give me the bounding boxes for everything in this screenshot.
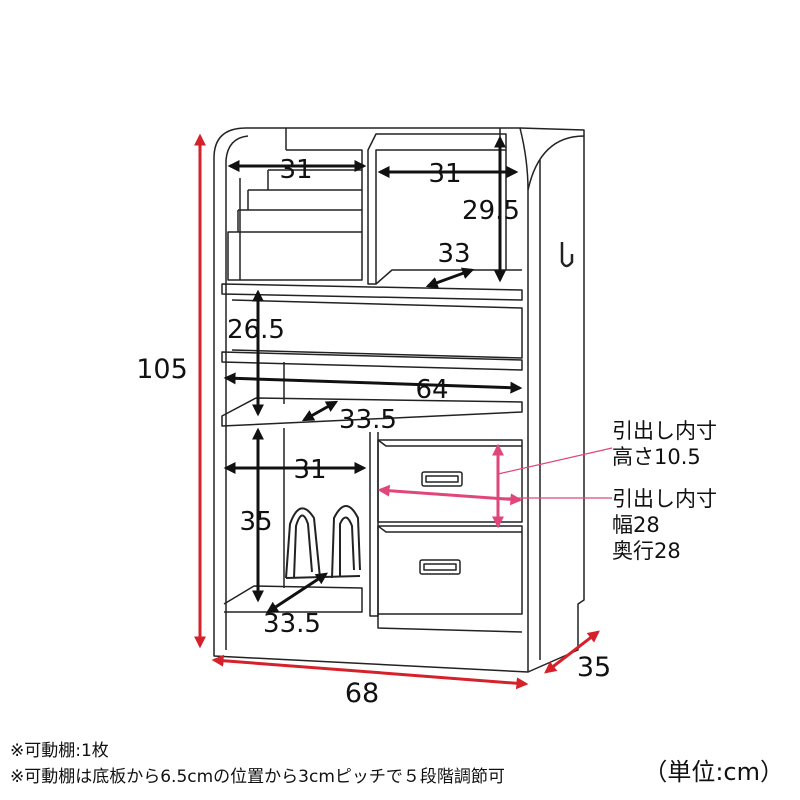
side-hook xyxy=(560,242,574,268)
label-lower-left-depth: 33.5 xyxy=(263,609,321,639)
label-depth-total: 35 xyxy=(577,652,611,683)
dimension-labels: 31 31 29.5 33 26.5 64 33.5 31 35 33.5 10… xyxy=(136,155,611,709)
drawer-lower-handle xyxy=(419,559,461,575)
note-movable-shelf-count: ※可動棚:1枚 xyxy=(10,741,109,761)
cabinet-side-panel xyxy=(519,127,585,673)
unit-label: （単位:cm） xyxy=(643,758,784,786)
stepped-rack xyxy=(227,231,363,281)
drawer-upper xyxy=(377,439,523,523)
label-lower-left-width: 31 xyxy=(293,455,326,485)
callout-height-line2: 高さ10.5 xyxy=(612,445,701,469)
width-dimension-line xyxy=(211,654,529,690)
label-width-total: 68 xyxy=(345,678,379,709)
top-divider xyxy=(367,133,507,285)
inner-dimension-arrows xyxy=(223,135,523,614)
label-top-right-width: 31 xyxy=(428,159,461,189)
label-top-right-depth: 33 xyxy=(437,239,470,269)
label-middle-width: 64 xyxy=(415,375,448,405)
fixed-shelf-2 xyxy=(221,397,523,427)
label-height-total: 105 xyxy=(136,354,188,385)
callout-size-line1: 引出し内寸 xyxy=(612,487,717,511)
callout-size-line2: 幅28 xyxy=(612,513,660,537)
label-top-left-width: 31 xyxy=(279,155,312,185)
wire-book-stand xyxy=(285,505,361,579)
callout-size-line3: 奥行28 xyxy=(612,539,681,563)
note-movable-shelf-adjust: ※可動棚は底板から6.5cmの位置から3cmピッチで５段階調節可 xyxy=(10,767,505,787)
label-lower-left-height: 35 xyxy=(239,507,272,537)
label-top-right-height: 29.5 xyxy=(462,196,520,226)
movable-shelf xyxy=(221,351,523,371)
drawer-upper-handle xyxy=(421,471,463,487)
depth-dimension-line xyxy=(544,630,600,674)
drawer-callout-lines xyxy=(377,443,523,529)
label-middle-height: 26.5 xyxy=(227,315,285,345)
shelf-drawing xyxy=(213,127,585,673)
label-middle-depth: 33.5 xyxy=(339,405,397,435)
drawer-callout-labels: 引出し内寸 高さ10.5 引出し内寸 幅28 奥行28 xyxy=(612,419,717,563)
drawer-lower xyxy=(377,525,523,615)
fixed-shelf-1 xyxy=(221,283,523,301)
callout-height-line1: 引出し内寸 xyxy=(612,419,717,443)
overall-dimension-lines xyxy=(194,133,600,690)
